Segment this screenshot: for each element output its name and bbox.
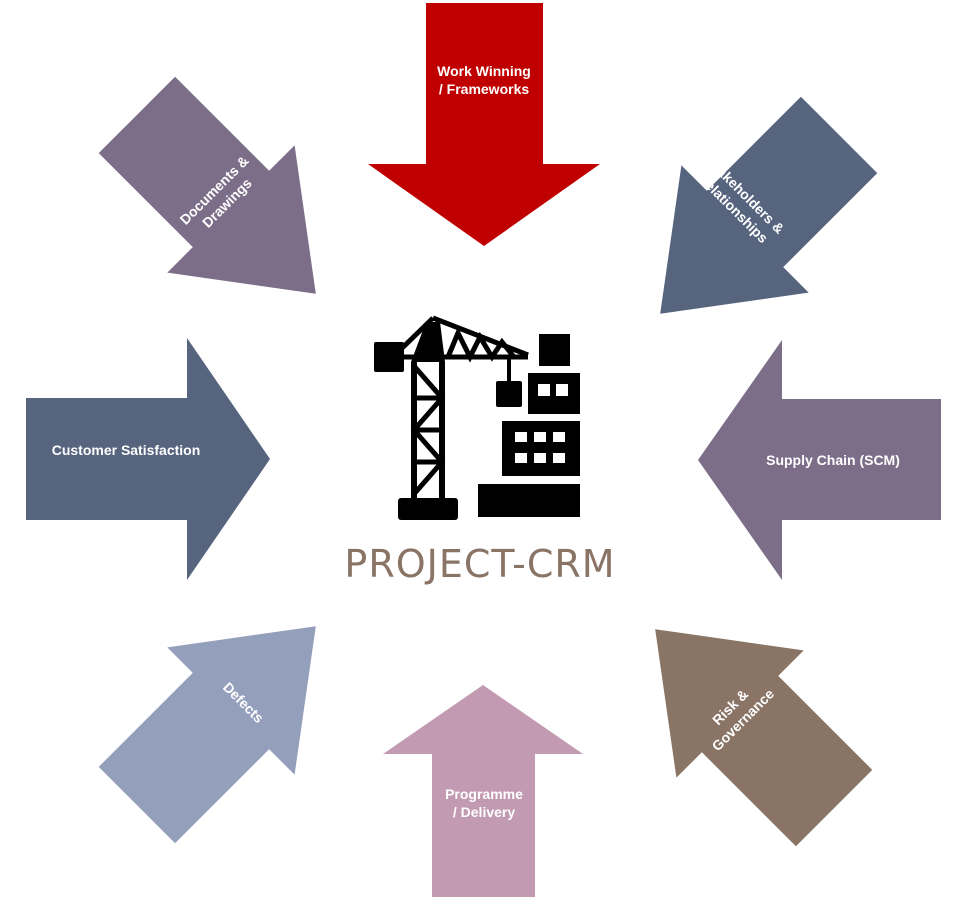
center-title: PROJECT-CRM bbox=[344, 542, 615, 586]
arrow-programme-delivery: Programme / Delivery bbox=[383, 685, 583, 897]
arrow-label: Work Winning / Frameworks bbox=[437, 63, 531, 97]
arrow-defects: Defects bbox=[98, 626, 316, 844]
arrow-shape bbox=[26, 338, 270, 580]
arrow-label-line: / Delivery bbox=[453, 804, 515, 820]
arrow-label-line: Supply Chain (SCM) bbox=[766, 452, 900, 468]
construction-crane-building-icon bbox=[374, 315, 580, 520]
arrow-documents-drawings: Documents &Drawings bbox=[98, 76, 316, 294]
arrow-supply-chain: Supply Chain (SCM) bbox=[698, 340, 941, 580]
arrow-shape bbox=[368, 3, 600, 246]
arrow-label: Programme / Delivery bbox=[445, 786, 523, 820]
arrow-label-line: / Frameworks bbox=[439, 81, 529, 97]
arrow-shape bbox=[383, 685, 583, 897]
arrow-work-winning: Work Winning / Frameworks bbox=[368, 3, 600, 246]
arrow-stakeholders: Stakeholders &Relationships bbox=[660, 96, 878, 314]
arrow-label: Customer Satisfaction bbox=[52, 442, 201, 458]
arrow-label-line: Customer Satisfaction bbox=[52, 442, 201, 458]
arrow-risk-governance: Risk &Governance bbox=[655, 629, 873, 847]
arrow-label-line: Work Winning bbox=[437, 63, 531, 79]
arrow-shape bbox=[98, 626, 316, 844]
arrow-shape bbox=[698, 340, 941, 580]
arrow-label: Supply Chain (SCM) bbox=[766, 452, 900, 468]
arrow-shape bbox=[98, 76, 316, 294]
arrow-label-line: Programme bbox=[445, 786, 523, 802]
arrow-customer-satisfaction: Customer Satisfaction bbox=[26, 338, 270, 580]
arrow-shape bbox=[660, 96, 878, 314]
arrow-shape bbox=[655, 629, 873, 847]
